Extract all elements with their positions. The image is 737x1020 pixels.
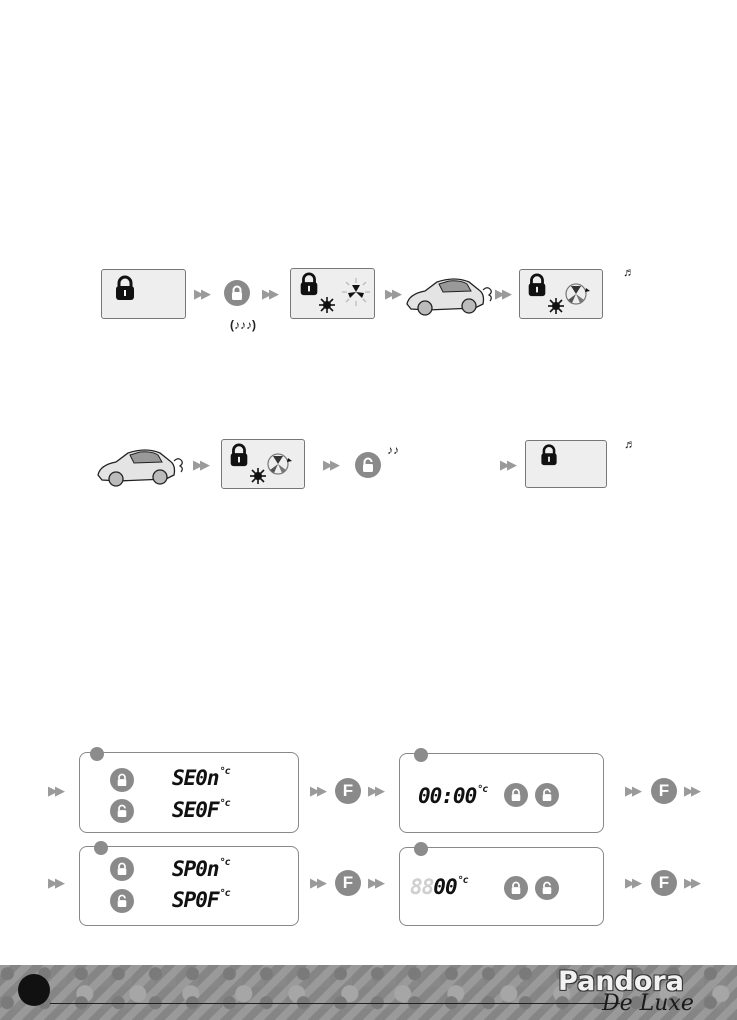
lock-closed-icon <box>116 275 134 300</box>
lock-button[interactable] <box>224 280 250 306</box>
brand-sublogo: De Luxe <box>602 991 694 1016</box>
car-exhaust-icon <box>97 449 183 487</box>
panel-indicator-dot <box>90 747 104 761</box>
settings-panel-temperature: 8800°c <box>399 842 604 926</box>
segment-readout-off: SP0F°c <box>172 888 231 912</box>
segment-readout-off: SE0F°c <box>172 798 231 822</box>
flow-arrow: ▶▶ <box>625 875 642 890</box>
fan-running-icon <box>565 283 590 305</box>
lcd-start-display <box>290 268 375 319</box>
lock-closed-icon <box>230 443 248 467</box>
lock-open-icon <box>542 881 552 894</box>
panel-indicator-dot <box>414 748 428 762</box>
lock-closed-icon <box>232 285 242 300</box>
flow-arrow: ▶▶ <box>48 783 65 798</box>
segment-readout-on: SE0n°c <box>172 766 231 790</box>
lcd-running-display <box>519 269 603 319</box>
flow-arrow: ▶▶ <box>500 457 517 472</box>
lock-closed-icon <box>117 773 127 786</box>
f-button[interactable]: F <box>651 778 677 804</box>
footer-band <box>0 965 737 1020</box>
lock-closed-icon <box>541 444 557 466</box>
flow-arrow: ▶▶ <box>684 875 701 890</box>
temperature-readout: 8800°c <box>410 875 469 899</box>
lock-closed-icon <box>511 788 521 801</box>
fan-blink-icon <box>342 278 370 306</box>
timer-readout: 00:00°c <box>418 784 488 808</box>
flow-arrow: ▶▶ <box>495 286 512 301</box>
settings-panel-start-temp-on-off: SP0n°c SP0F°c <box>79 841 299 926</box>
end-note: ♬ <box>624 437 636 451</box>
engine-icon <box>319 297 335 313</box>
lock-closed-icon <box>528 273 546 297</box>
flow-arrow: ▶▶ <box>684 783 701 798</box>
lock-open-icon <box>117 804 127 817</box>
lock-button[interactable] <box>110 768 134 792</box>
flow-arrow: ▶▶ <box>194 286 211 301</box>
lcd-armed-display <box>101 269 186 319</box>
flow-arrow: ▶▶ <box>368 875 385 890</box>
unlock-button[interactable] <box>535 783 559 807</box>
segment-readout-on: SP0n°c <box>172 857 231 881</box>
end-note: ♬ <box>623 265 635 279</box>
f-button[interactable]: F <box>335 870 361 896</box>
double-note: ♪♪ <box>387 443 399 457</box>
unlock-button[interactable] <box>110 799 134 823</box>
lock-button[interactable] <box>110 857 134 881</box>
fan-running-icon <box>267 453 292 475</box>
page-number-marker <box>18 974 50 1006</box>
f-button[interactable]: F <box>651 870 677 896</box>
panel-indicator-dot <box>94 841 108 855</box>
lock-open-icon <box>363 457 373 472</box>
car-exhaust-icon <box>406 278 492 316</box>
f-button[interactable]: F <box>335 778 361 804</box>
chime-notes: (♪♪♪) <box>230 318 256 332</box>
lock-open-icon <box>117 894 127 907</box>
flow-arrow: ▶▶ <box>625 783 642 798</box>
flow-arrow: ▶▶ <box>323 457 340 472</box>
lock-closed-icon <box>511 881 521 894</box>
unlock-button[interactable] <box>110 889 134 913</box>
flow-arrow: ▶▶ <box>310 783 327 798</box>
lcd-running-display <box>221 439 305 489</box>
settings-panel-engine-temp-on-off: SE0n°c SE0F°c <box>79 747 299 833</box>
settings-panel-timer: 00:00°c <box>399 748 604 833</box>
unlock-button[interactable] <box>535 876 559 900</box>
lock-closed-icon <box>117 862 127 875</box>
panel-indicator-dot <box>414 842 428 856</box>
ghost-digits: 88 <box>410 875 434 899</box>
footer-divider <box>50 1003 620 1004</box>
lcd-armed-display <box>525 440 607 488</box>
lock-closed-icon <box>300 272 318 296</box>
engine-icon <box>548 298 564 314</box>
flow-arrow: ▶▶ <box>310 875 327 890</box>
flow-arrow: ▶▶ <box>385 286 402 301</box>
engine-icon <box>250 468 266 484</box>
lock-open-icon <box>542 788 552 801</box>
brand-logo: Pandora <box>558 966 684 997</box>
flow-arrow: ▶▶ <box>368 783 385 798</box>
lock-button[interactable] <box>504 783 528 807</box>
unlock-button[interactable] <box>355 452 381 478</box>
lock-button[interactable] <box>504 876 528 900</box>
flow-arrow: ▶▶ <box>48 875 65 890</box>
flow-arrow: ▶▶ <box>193 457 210 472</box>
flow-arrow: ▶▶ <box>262 286 279 301</box>
